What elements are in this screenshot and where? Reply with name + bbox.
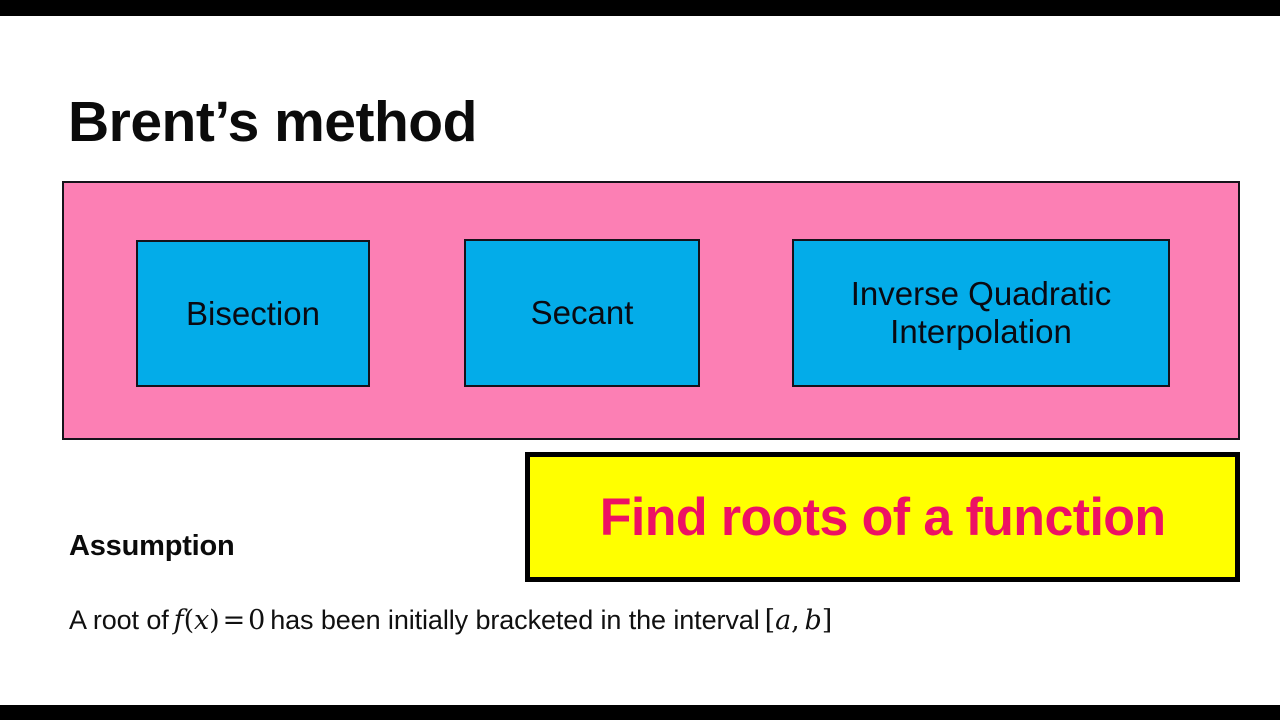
math-bracket-open: [ [764, 605, 776, 636]
math-comma: , [791, 605, 800, 636]
goal-callout-text: Find roots of a function [599, 487, 1166, 547]
math-a: a [775, 605, 792, 636]
method-box-label: Secant [530, 294, 634, 332]
slide-canvas: Brent’s method Bisection Secant Inverse … [0, 16, 1280, 705]
assumption-prefix: A root of [69, 605, 169, 635]
method-box-label: Bisection [186, 294, 320, 332]
method-box-label: Inverse Quadratic Interpolation [850, 275, 1112, 350]
goal-callout-box[interactable]: Find roots of a function [525, 452, 1240, 582]
assumption-middle: has been initially bracketed in the inte… [270, 605, 760, 635]
assumption-heading: Assumption [69, 530, 235, 562]
math-bracket-close: ] [821, 605, 833, 636]
math-paren-open: ( [183, 605, 195, 636]
letterbox-bar-top [0, 0, 1280, 16]
math-f: f [173, 605, 184, 636]
math-equals: = [222, 605, 246, 636]
method-box-bisection[interactable]: Bisection [136, 240, 370, 387]
math-paren-close: ) [209, 605, 220, 636]
letterbox-bar-bottom [0, 705, 1280, 720]
math-zero: 0 [248, 605, 266, 636]
math-b: b [804, 605, 822, 636]
math-x: x [194, 605, 210, 636]
methods-banner: Bisection Secant Inverse Quadratic Inter… [62, 181, 1240, 440]
page-title: Brent’s method [68, 90, 477, 155]
method-box-secant[interactable]: Secant [464, 239, 700, 387]
method-box-inverse-quadratic-interpolation[interactable]: Inverse Quadratic Interpolation [792, 239, 1170, 387]
